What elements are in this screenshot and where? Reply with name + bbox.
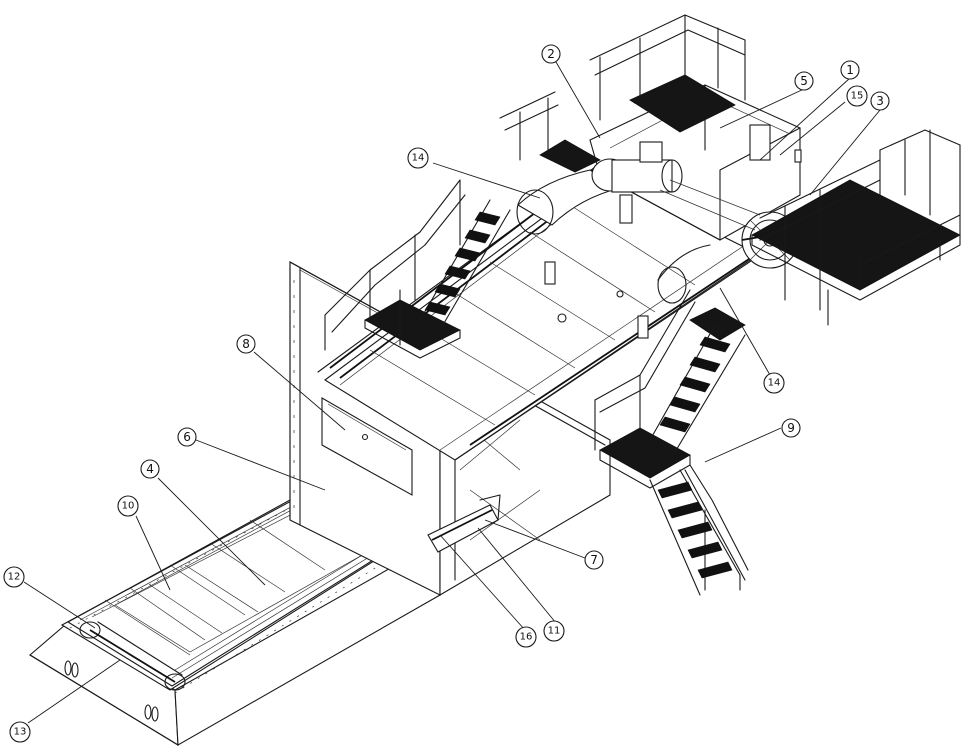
callout-10: 10 bbox=[117, 495, 139, 517]
callout-4: 4 bbox=[140, 459, 160, 479]
callout-6-label: 6 bbox=[183, 430, 191, 444]
callout-3-label: 3 bbox=[876, 94, 884, 108]
callout-12-label: 12 bbox=[8, 572, 21, 583]
callout-9-label: 9 bbox=[787, 421, 795, 435]
callout-1: 1 bbox=[840, 60, 860, 80]
callout-11: 11 bbox=[543, 620, 565, 642]
callout-3: 3 bbox=[870, 91, 890, 111]
callout-9: 9 bbox=[781, 418, 801, 438]
callout-15: 15 bbox=[846, 85, 868, 107]
callout-2-label: 2 bbox=[547, 47, 555, 61]
callout-6: 6 bbox=[177, 427, 197, 447]
callout-12: 12 bbox=[3, 566, 25, 588]
callout-8: 8 bbox=[236, 334, 256, 354]
callout-7: 7 bbox=[584, 550, 604, 570]
callout-14-upper-label: 14 bbox=[412, 153, 425, 164]
callout-15-label: 15 bbox=[851, 91, 864, 102]
callout-16: 16 bbox=[515, 626, 537, 648]
platforms bbox=[364, 74, 961, 489]
callout-4-label: 4 bbox=[146, 462, 154, 476]
handrails bbox=[324, 14, 961, 591]
callout-13-label: 13 bbox=[14, 727, 27, 738]
callout-16-label: 16 bbox=[520, 632, 533, 643]
callout-1-label: 1 bbox=[846, 63, 854, 77]
callout-10-label: 10 bbox=[122, 501, 135, 512]
callout-leaders bbox=[23, 61, 881, 724]
callout-11-label: 11 bbox=[548, 626, 561, 637]
callout-13: 13 bbox=[9, 721, 31, 743]
callout-7-label: 7 bbox=[590, 553, 598, 567]
callout-8-label: 8 bbox=[242, 337, 250, 351]
callout-14-lower: 14 bbox=[763, 372, 785, 394]
callout-2: 2 bbox=[541, 44, 561, 64]
callout-5: 5 bbox=[794, 71, 814, 91]
callout-14-upper: 14 bbox=[407, 147, 429, 169]
callout-5-label: 5 bbox=[800, 74, 808, 88]
stairways bbox=[419, 199, 746, 596]
callout-14-lower-label: 14 bbox=[768, 378, 781, 389]
